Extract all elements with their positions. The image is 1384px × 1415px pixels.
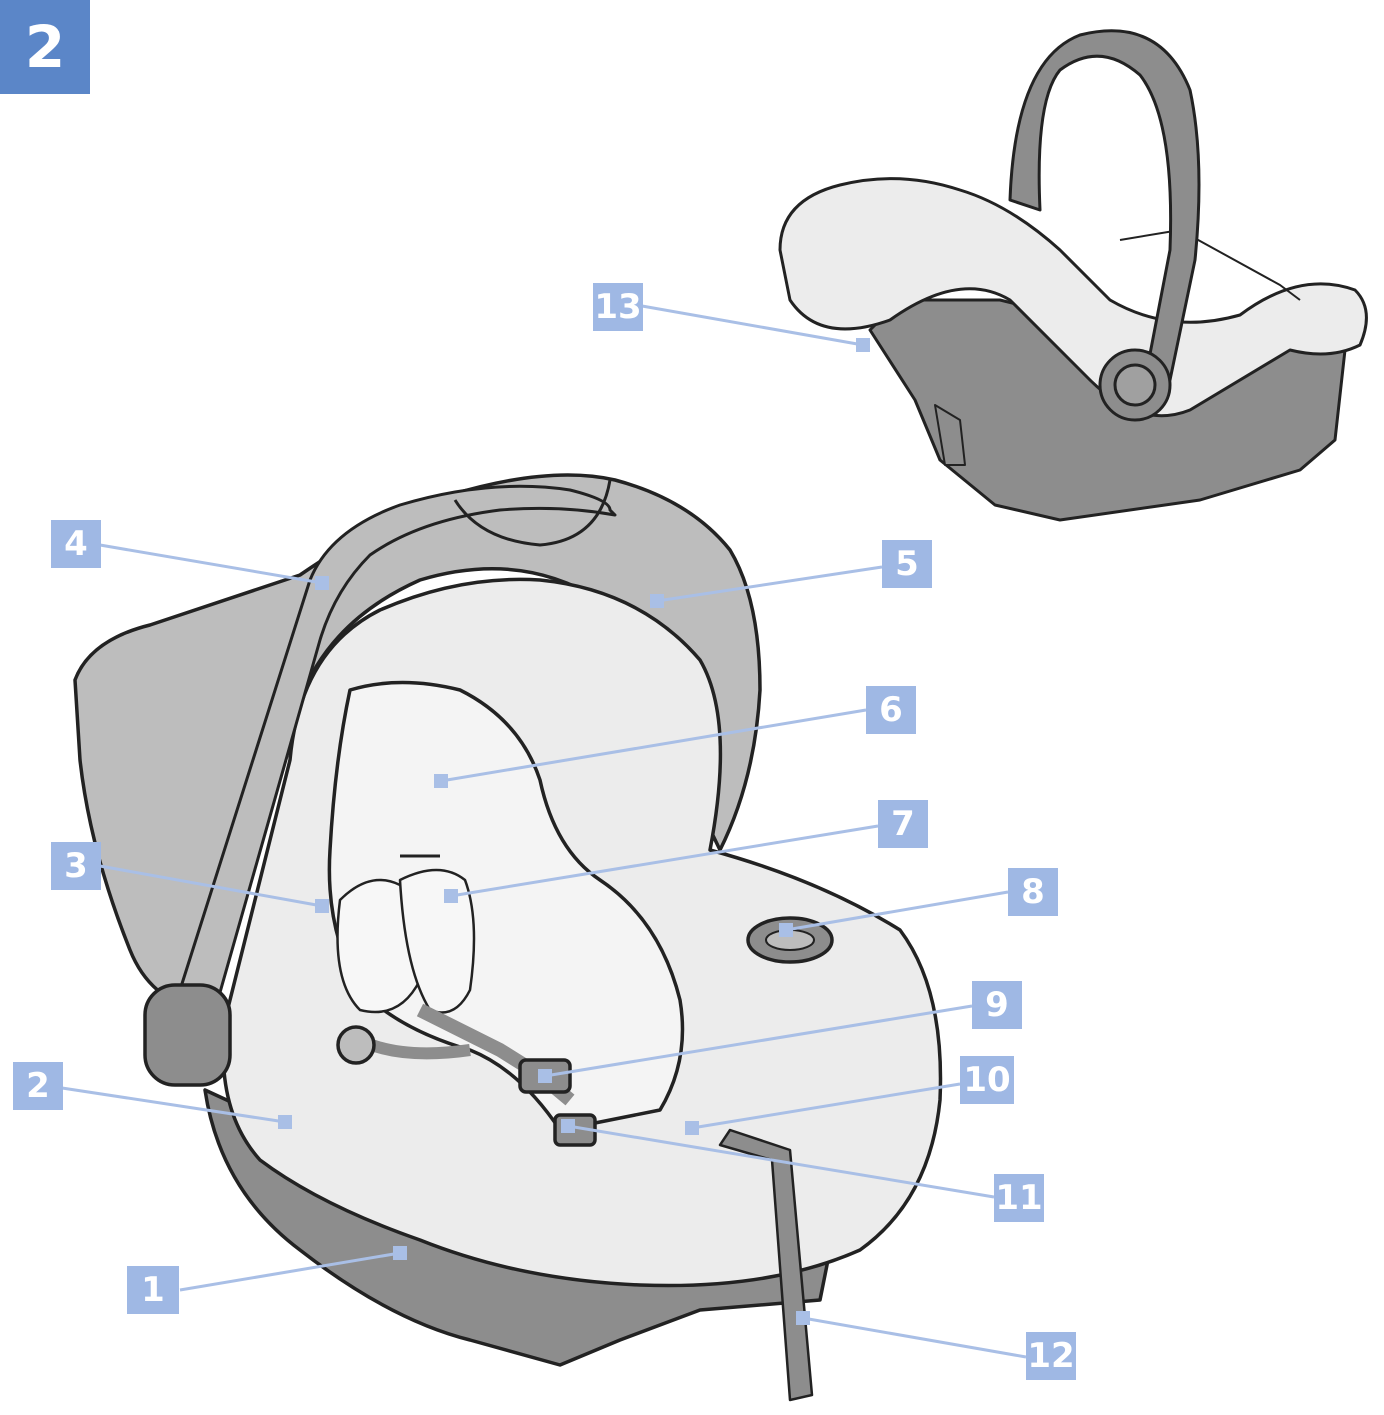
callout-5: 5 [882, 540, 932, 588]
shoulder-pad-right [398, 868, 476, 1014]
leader-12 [802, 1316, 1027, 1359]
anchor-2 [278, 1115, 292, 1129]
leader-13 [641, 304, 864, 347]
leader-anchors [278, 338, 870, 1325]
leader-7 [450, 824, 879, 898]
callout-2: 2 [13, 1062, 63, 1110]
leader-5 [656, 565, 883, 603]
callout-9: 9 [972, 981, 1022, 1029]
leader-8 [785, 890, 1009, 932]
leader-9 [544, 1004, 973, 1078]
leader-10 [691, 1082, 961, 1130]
adjuster-strap [718, 1128, 814, 1402]
callout-7: 7 [878, 800, 928, 848]
callout-11: 11 [994, 1174, 1044, 1222]
leader-4 [99, 543, 323, 585]
callout-3: 3 [51, 842, 101, 890]
side-rim [778, 177, 1368, 418]
callout-12: 12 [1026, 1332, 1076, 1380]
callout-4: 4 [51, 520, 101, 568]
anchor-5 [650, 594, 664, 608]
callout-1: 1 [127, 1266, 179, 1314]
anchor-1 [393, 1246, 407, 1260]
main-carry-handle [178, 484, 617, 1012]
figure-number-badge: 2 [0, 0, 90, 94]
callout-6: 6 [866, 686, 916, 734]
leader-2 [61, 1086, 286, 1124]
main-seat [73, 473, 943, 1402]
anchor-9 [538, 1069, 552, 1083]
callout-10: 10 [960, 1056, 1014, 1104]
leader-6 [440, 708, 867, 783]
anchor-11 [561, 1119, 575, 1133]
side-view-seat [778, 29, 1368, 522]
side-handle [1008, 29, 1201, 382]
callout-13: 13 [593, 283, 643, 331]
anchor-12 [796, 1311, 810, 1325]
leader-3 [99, 864, 323, 908]
anchor-4 [315, 576, 329, 590]
anchor-13 [856, 338, 870, 352]
anchor-8 [779, 923, 793, 937]
main-handle-hub [143, 983, 232, 1087]
anchor-6 [434, 774, 448, 788]
callout-8: 8 [1008, 868, 1058, 916]
anchor-7 [444, 889, 458, 903]
leader-11 [567, 1124, 995, 1199]
main-inner-insert [327, 680, 685, 1132]
anchor-3 [315, 899, 329, 913]
leader-lines [61, 304, 1027, 1359]
anchor-10 [685, 1121, 699, 1135]
leader-1 [179, 1251, 401, 1292]
